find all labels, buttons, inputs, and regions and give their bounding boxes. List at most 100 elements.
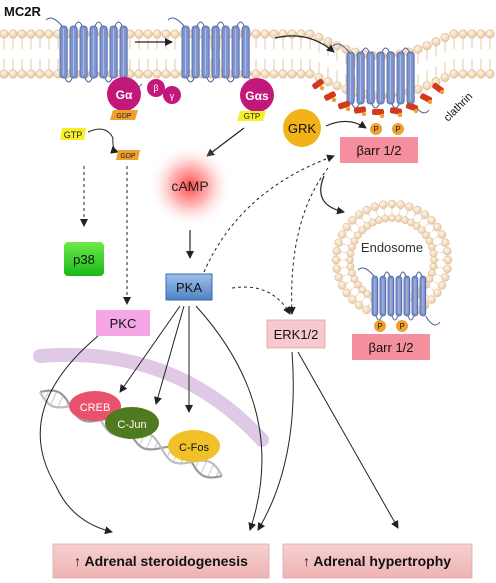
lipid-head — [26, 29, 36, 39]
grk-label: GRK — [288, 121, 317, 136]
gdp-free-label: GDP — [120, 153, 136, 160]
lipid-head — [378, 200, 388, 209]
lipid-head — [429, 249, 438, 258]
lipid-head — [260, 69, 270, 79]
lipid-head — [443, 264, 452, 274]
lipid-head — [287, 69, 297, 79]
camp-glow — [148, 144, 232, 228]
receptor — [45, 17, 143, 88]
pkc-label: PKC — [110, 316, 137, 331]
lipid-head — [134, 69, 144, 79]
lipid-head — [437, 230, 447, 239]
cfos-label: C-Fos — [179, 442, 209, 454]
erk-to-steroid-arrow — [257, 351, 294, 531]
lipid-head — [170, 29, 180, 39]
lipid-head — [26, 69, 36, 79]
mc2r-label: MC2R — [4, 4, 41, 19]
lipid-head — [0, 69, 9, 79]
phosphate-2-label: P — [395, 125, 400, 134]
creb-node — [69, 391, 121, 421]
lipid-head — [269, 29, 279, 39]
lipid-head — [334, 273, 343, 282]
lipid-head — [449, 69, 459, 79]
lipid-head — [370, 202, 379, 211]
lipid-head — [362, 305, 371, 315]
lipid-head — [342, 222, 351, 232]
lipid-head — [161, 69, 171, 79]
lipid-head — [407, 218, 415, 227]
lipid-head — [8, 29, 18, 39]
endosome-label: Endosome — [361, 240, 423, 255]
pka-to-erk-arrow — [231, 286, 291, 315]
lipid-head — [287, 29, 297, 39]
lipid-head — [296, 69, 306, 79]
lipid-head — [346, 256, 354, 264]
lipid-head — [437, 281, 447, 290]
lipid-head — [305, 69, 315, 79]
lipid-head — [134, 29, 144, 39]
g-gamma-label: γ — [170, 91, 175, 101]
lipid-head — [348, 216, 357, 225]
lipid-head — [427, 216, 436, 225]
lipid-head — [358, 285, 367, 294]
hypertrophy-outcome — [282, 543, 473, 579]
endosome-receptor — [357, 267, 441, 326]
lipid-head — [342, 288, 351, 298]
lipid-head — [334, 238, 343, 247]
lipid-head — [467, 69, 477, 79]
lipid-head — [251, 69, 261, 79]
phosphate-4 — [396, 320, 408, 332]
pka-node — [165, 273, 213, 301]
phosphate-3-label: P — [377, 322, 382, 331]
lipid-head — [443, 255, 453, 265]
lipid-head — [143, 29, 153, 39]
lipid-head — [431, 37, 441, 47]
g-alpha-label: Gα — [116, 88, 133, 102]
lipid-head — [422, 81, 432, 91]
lipid-head — [260, 29, 270, 39]
lipid-head — [337, 281, 347, 290]
endocytosis-arrow — [320, 175, 345, 215]
lipid-head — [44, 69, 54, 79]
pka-to-cjun-arrow — [154, 305, 185, 405]
lipid-head — [348, 295, 357, 304]
lipid-head — [305, 29, 315, 39]
g-alpha-s-label: Gαs — [245, 89, 269, 103]
g-alpha-s-subunit — [240, 78, 274, 112]
lipid-head — [332, 246, 341, 256]
lipid-head — [17, 29, 27, 39]
barr-bottom-node — [352, 334, 430, 360]
gtp-bound — [237, 111, 266, 121]
barr-top-label: βarr 1/2 — [356, 143, 401, 158]
phosphate-1-label: P — [373, 125, 378, 134]
pkc-to-steroid-arrow — [39, 335, 113, 535]
hypertrophy-label: ↑ Adrenal hypertrophy — [303, 553, 451, 569]
lipid-head — [170, 69, 180, 79]
lipid-head — [362, 205, 371, 215]
lipid-head — [417, 226, 426, 235]
lipid-head — [331, 255, 341, 265]
lipid-head — [413, 44, 423, 54]
lipid-head — [152, 29, 162, 39]
lipid-head — [427, 295, 436, 304]
barr-bottom-label: βarr 1/2 — [368, 340, 413, 355]
lipid-head — [332, 81, 342, 91]
lipid-head — [278, 69, 288, 79]
lipid-head — [375, 216, 383, 224]
lipid-head — [143, 69, 153, 79]
lipid-head — [394, 214, 403, 223]
lipid-head — [467, 29, 477, 39]
receptor — [167, 17, 265, 88]
lipid-head — [422, 41, 432, 51]
gtp-free-label: GTP — [64, 130, 83, 140]
lipid-head — [332, 264, 341, 274]
lipid-head — [413, 205, 422, 215]
lipid-head — [449, 29, 459, 39]
lipid-head — [422, 231, 430, 240]
erk-to-hypertrophy-arrow — [297, 351, 399, 529]
phosphate-1 — [370, 123, 382, 135]
lipid-head — [8, 69, 18, 79]
gdp-free — [116, 150, 140, 160]
lipid-head — [35, 69, 45, 79]
lipid-head — [458, 29, 468, 39]
